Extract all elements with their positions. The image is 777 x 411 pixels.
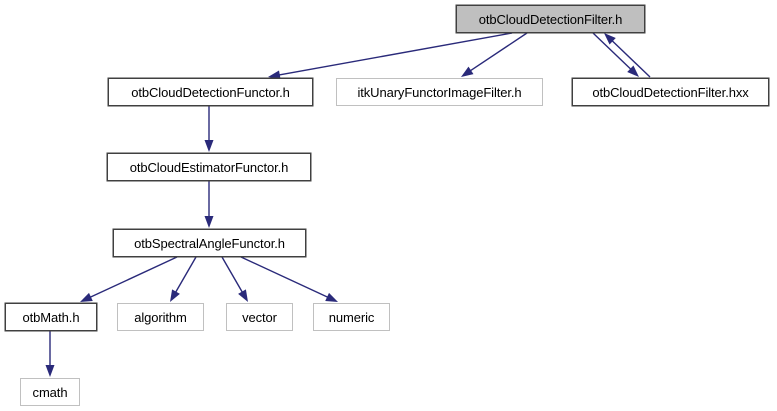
graph-node-label: otbCloudDetectionFunctor.h <box>131 84 290 100</box>
graph-node-label: itkUnaryFunctorImageFilter.h <box>357 84 522 100</box>
graph-node-itkUnaryFunctorImageFilter_h[interactable]: itkUnaryFunctorImageFilter.h <box>336 78 543 106</box>
edge-spectralangle-to-numeric-line <box>240 256 330 299</box>
graph-node-algorithm[interactable]: algorithm <box>117 303 204 331</box>
graph-node-label: algorithm <box>134 309 187 325</box>
edge-filter-to-detectionfunctor-arrowhead <box>268 70 281 80</box>
graph-node-numeric[interactable]: numeric <box>313 303 390 331</box>
graph-node-label: otbCloudEstimatorFunctor.h <box>129 159 289 175</box>
graph-node-otbCloudDetectionFilter_hxx[interactable]: otbCloudDetectionFilter.hxx <box>572 78 769 106</box>
graph-node-label: otbMath.h <box>22 309 80 325</box>
graph-node-otbMath_h[interactable]: otbMath.h <box>5 303 97 331</box>
edge-spectralangle-to-otbmath-arrowhead <box>80 292 93 302</box>
graph-node-label: cmath <box>32 384 68 400</box>
edge-spectralangle-to-algorithm-arrowhead <box>170 289 180 302</box>
graph-node-label: otbCloudDetectionFilter.h <box>478 11 623 27</box>
edge-filter-to-hxx-line <box>592 32 633 71</box>
edge-spectralangle-to-vector-arrowhead <box>238 289 248 302</box>
graph-node-cmath[interactable]: cmath <box>20 378 80 406</box>
edge-otbmath-to-cmath-arrowhead <box>45 365 55 377</box>
edge-spectralangle-to-vector-line <box>221 256 244 294</box>
graph-node-otbCloudDetectionFunctor_h[interactable]: otbCloudDetectionFunctor.h <box>108 78 313 106</box>
graph-node-otbCloudDetectionFilter_h[interactable]: otbCloudDetectionFilter.h <box>456 5 645 33</box>
graph-node-vector[interactable]: vector <box>226 303 293 331</box>
graph-node-otbSpectralAngleFunctor_h[interactable]: otbSpectralAngleFunctor.h <box>113 229 306 257</box>
edge-filter-to-itkunary-line <box>468 32 528 73</box>
graph-node-label: otbSpectralAngleFunctor.h <box>134 235 285 251</box>
graph-node-otbCloudEstimatorFunctor_h[interactable]: otbCloudEstimatorFunctor.h <box>107 153 311 181</box>
graph-node-label: numeric <box>328 309 375 325</box>
edge-filter-to-itkunary-arrowhead <box>461 66 474 77</box>
edge-hxx-to-filter-line <box>610 39 651 78</box>
edge-spectralangle-to-otbmath-line <box>88 256 178 299</box>
graph-node-label: vector <box>242 309 277 325</box>
graph-node-label: otbCloudDetectionFilter.hxx <box>592 84 749 100</box>
edge-filter-to-detectionfunctor-line <box>277 32 513 76</box>
edge-detectionfunctor-to-estimatorfunctor-arrowhead <box>204 140 214 152</box>
edge-hxx-to-filter-arrowhead <box>604 33 616 45</box>
edge-estimatorfunctor-to-spectralangle-arrowhead <box>204 216 214 228</box>
edge-spectralangle-to-numeric-arrowhead <box>325 292 338 302</box>
edge-spectralangle-to-algorithm-line <box>174 256 197 294</box>
edge-filter-to-hxx-arrowhead <box>627 65 639 77</box>
